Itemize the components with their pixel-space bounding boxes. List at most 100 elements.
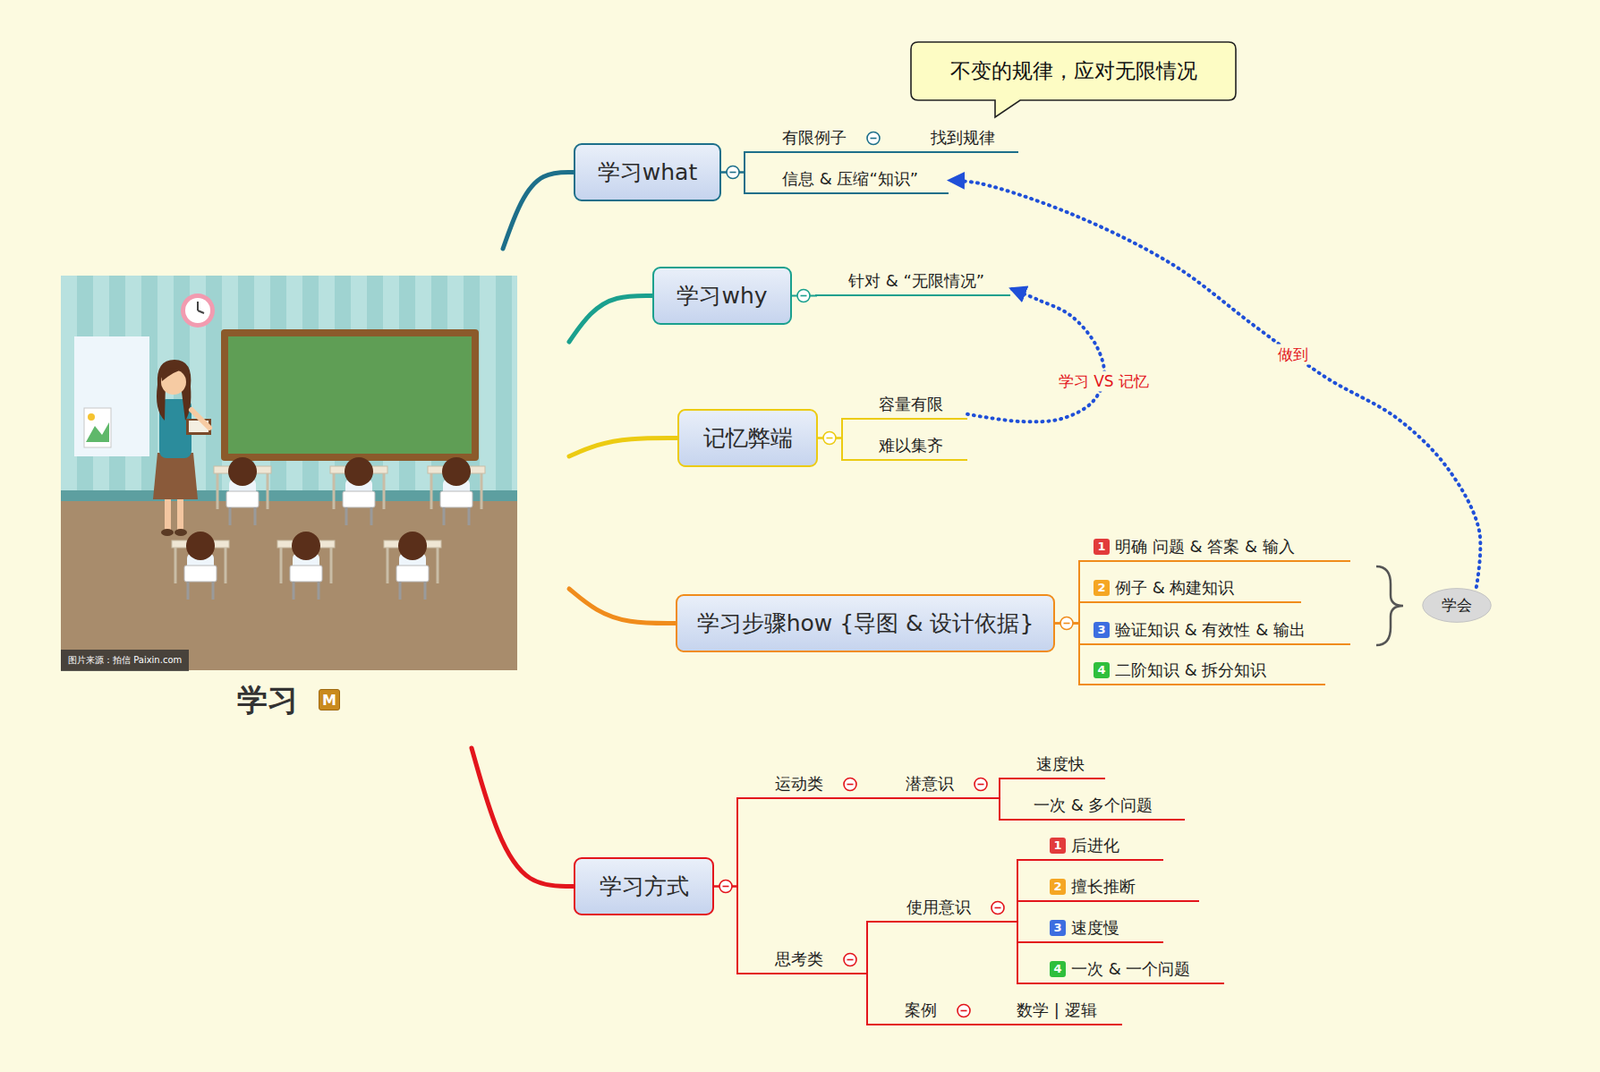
branch-connector	[714, 886, 768, 975]
subtopic: 1明确 问题 & 答案 & 输入	[1086, 534, 1351, 562]
summary-oval: 学会	[1421, 587, 1492, 624]
collapse-button	[867, 132, 880, 145]
subtopic: 使用意识	[899, 894, 979, 923]
marker-icon: M	[318, 689, 341, 711]
subtopic: 难以集齐	[871, 433, 968, 461]
topic-text: 信息 & 压缩“知识”	[782, 168, 919, 190]
subtopic: 数学 | 逻辑	[1009, 997, 1123, 1026]
summary-brace	[1369, 559, 1423, 658]
topic-text: 难以集齐	[878, 434, 944, 457]
branch-connector	[502, 172, 574, 250]
wall-poster	[74, 336, 150, 457]
classroom-floor	[60, 501, 518, 671]
callout-number: 2	[1093, 579, 1110, 596]
callout-number: 1	[1049, 837, 1066, 854]
topic-text: 后进化	[1071, 834, 1120, 857]
branch-connector	[569, 296, 653, 343]
topic-text: 速度慢	[1071, 917, 1120, 939]
topic-text: 记忆弊端	[703, 423, 793, 453]
callout-shape	[910, 42, 1236, 118]
branch-connector	[1055, 623, 1087, 686]
subtopic: 3 速度慢	[1042, 915, 1164, 944]
relation-arrow	[967, 288, 1105, 422]
topic-text: 针对 & “无限情况”	[848, 270, 985, 292]
callout-bubble: 不变的规律，应对无限情况	[910, 41, 1237, 102]
collapse-button	[843, 953, 857, 967]
central-topic: 学习	[60, 248, 570, 749]
collapse-button	[974, 778, 988, 792]
collapse-buttons	[719, 132, 1073, 1018]
subtopic: 信息 & 压缩“知识”	[774, 166, 949, 195]
branch-connector	[569, 438, 678, 458]
branch-connector	[978, 921, 1043, 943]
topic-text: 明确 问题 & 答案 & 输入	[1114, 536, 1295, 558]
branch-connector	[978, 901, 1043, 922]
topic-text: 验证知识 & 有效性 & 输出	[1114, 619, 1306, 641]
topic-text: 学习	[237, 681, 298, 719]
collapse-button	[797, 289, 810, 303]
classroom-illustration	[60, 275, 518, 671]
topic-text: 学习方式	[599, 871, 690, 902]
topic-text: 擅长推断	[1071, 876, 1136, 898]
branch-connector	[978, 921, 1043, 984]
branch-connector	[714, 798, 768, 887]
oval-shape	[1422, 588, 1491, 623]
branch-connector	[944, 1023, 1010, 1026]
topic-text: 有限例子	[782, 127, 847, 149]
topic-text: 一次 & 一个问题	[1071, 958, 1191, 980]
callout-number: 3	[1093, 621, 1110, 639]
branch-connector	[1055, 561, 1087, 624]
teacher-figure	[153, 359, 212, 537]
topic-text: 数学 | 逻辑	[1016, 999, 1098, 1022]
topic-text: 使用意识	[906, 896, 971, 919]
collapse-button	[1060, 617, 1073, 630]
topic-text: 学习步骤how {导图 & 设计依据}	[697, 608, 1035, 639]
collapse-button	[991, 902, 1005, 915]
subtopic: 3验证知识 & 有效性 & 输出	[1086, 617, 1351, 646]
branch-connector	[830, 973, 898, 1025]
subtopic: 有限例子	[774, 125, 854, 154]
branch-connector	[830, 921, 900, 974]
students	[171, 457, 486, 600]
subtopic: 一次 & 多个问题	[1026, 792, 1185, 821]
relation-label: 做到	[1275, 344, 1311, 366]
callout-number: 2	[1049, 878, 1066, 895]
subtopic: 针对 & “无限情况”	[841, 268, 1011, 297]
collapse-button	[823, 432, 836, 445]
branch-connector	[978, 859, 1043, 922]
topic-text: 运动类	[774, 773, 824, 795]
branch-connector	[830, 797, 899, 800]
branch-connector	[853, 151, 924, 154]
subtopic: 1 后进化	[1042, 833, 1164, 861]
callout-number: 4	[1049, 961, 1066, 978]
relation-arrow	[948, 180, 1481, 588]
subtopic: 潜意识	[898, 771, 962, 800]
topic-text: 思考类	[774, 948, 824, 971]
main-topic-box: 学习what	[573, 143, 722, 202]
collapse-button	[719, 880, 732, 894]
image-watermark: 图片来源：拍信 Paixin.com	[60, 649, 189, 672]
chalkboard	[221, 329, 479, 461]
topic-text: 案例	[904, 999, 937, 1022]
subtopic: 2例子 & 构建知识	[1086, 575, 1302, 604]
subtopic: 容量有限	[871, 391, 968, 420]
connectors	[471, 152, 1481, 1025]
topic-text: 例子 & 构建知识	[1114, 577, 1235, 599]
callout-number: 1	[1093, 538, 1110, 555]
subtopic: 速度快	[1029, 751, 1106, 780]
subtopic: 思考类	[767, 946, 831, 975]
collapse-button	[726, 166, 740, 179]
topic-text: 二阶知识 & 拆分知识	[1114, 659, 1267, 681]
wall-clock	[180, 293, 215, 328]
brace-path	[1376, 566, 1404, 646]
subtopic: 4 一次 & 一个问题	[1042, 956, 1225, 985]
topic-text: 找到规律	[930, 127, 996, 149]
callout-number: 4	[1093, 662, 1110, 679]
collapse-button	[843, 778, 857, 792]
collapse-button	[957, 1004, 971, 1018]
callout-number: 3	[1049, 919, 1066, 937]
subtopic: 找到规律	[923, 125, 1019, 154]
topic-text: 潜意识	[905, 773, 954, 795]
